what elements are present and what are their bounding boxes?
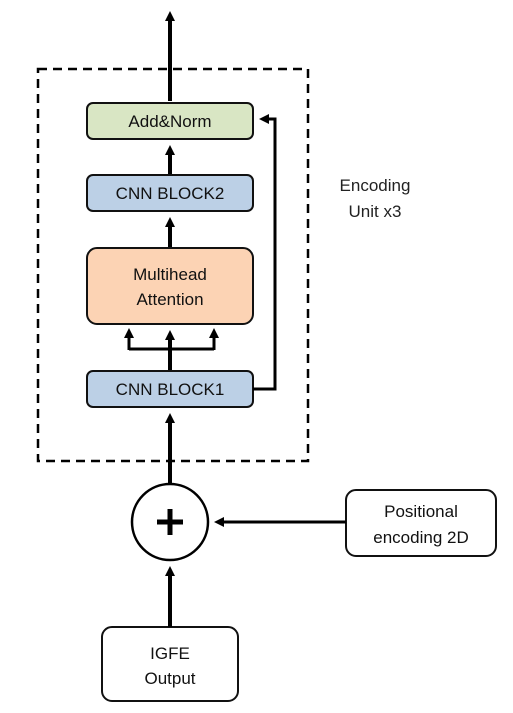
add-norm-node: Add&Norm bbox=[86, 102, 254, 140]
igfe-label-line1: IGFE bbox=[150, 644, 190, 663]
cnn-block1-node: CNN BLOCK1 bbox=[86, 370, 254, 408]
cnn-block1-label: CNN BLOCK1 bbox=[116, 380, 225, 399]
igfe-output-node: IGFE Output bbox=[101, 626, 239, 702]
attention-box bbox=[86, 247, 254, 325]
encoding-unit-label-line1: Encoding bbox=[340, 176, 411, 195]
add-norm-label: Add&Norm bbox=[128, 112, 211, 131]
encoder-unit-boundary bbox=[36, 67, 310, 463]
attention-label-line1: Multihead bbox=[133, 265, 207, 284]
qkv-branch-arrows bbox=[124, 328, 219, 370]
encoding-unit-label-line2: Unit x3 bbox=[349, 202, 402, 221]
add-norm-box bbox=[86, 102, 254, 140]
attention-node: Multihead Attention bbox=[86, 247, 254, 325]
cnn-block2-box bbox=[86, 174, 254, 212]
cnn-block2-node: CNN BLOCK2 bbox=[86, 174, 254, 212]
positional-encoding-node: Positional encoding 2D bbox=[345, 489, 497, 557]
residual-connection bbox=[253, 114, 277, 391]
positional-label-line1: Positional bbox=[384, 502, 458, 521]
encoding-unit-label: Encoding Unit x3 bbox=[340, 176, 411, 221]
attention-label-line2: Attention bbox=[136, 290, 203, 309]
cnn-block2-label: CNN BLOCK2 bbox=[116, 184, 225, 203]
igfe-output-box bbox=[101, 626, 239, 702]
positional-label-line2: encoding 2D bbox=[373, 528, 468, 547]
plus-circle-icon bbox=[130, 482, 210, 562]
igfe-label-line2: Output bbox=[144, 669, 195, 688]
